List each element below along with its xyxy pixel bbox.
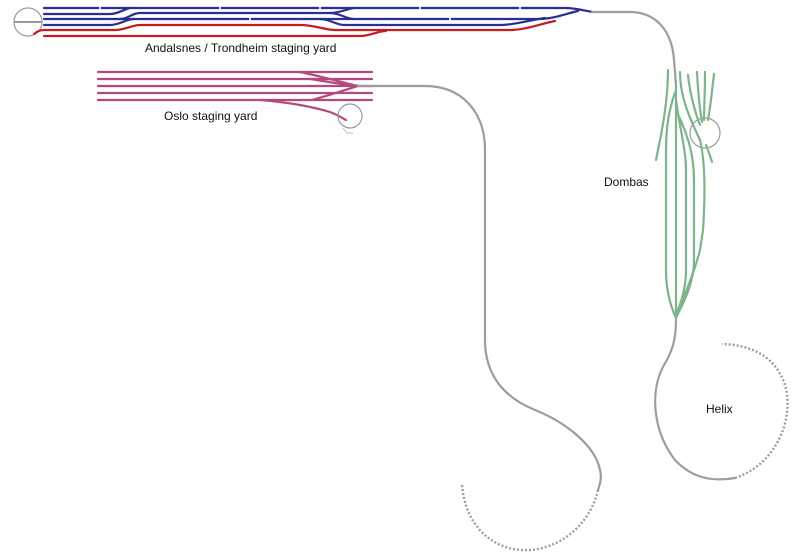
yard-track-red-3 <box>32 28 46 36</box>
station-track-5 <box>654 68 670 162</box>
engine-spur-5 <box>704 143 714 164</box>
station-track-4 <box>664 88 678 320</box>
label-helix: Helix <box>706 402 733 416</box>
engine-spur-3 <box>702 70 707 122</box>
engine-spur-4 <box>706 72 716 122</box>
helix-loop <box>721 342 789 480</box>
label-andalsnes-yard: Andalsnes / Trondheim staging yard <box>145 41 337 55</box>
turntable-dombas <box>689 117 721 149</box>
engine-spur-2 <box>695 70 704 124</box>
station-track-6 <box>675 70 706 314</box>
helix-entry <box>654 318 737 481</box>
lower-loop-continuation <box>460 483 600 552</box>
yard-track-red-2 <box>42 29 388 38</box>
engine-spur-1 <box>686 73 702 127</box>
yard-track-red-1 <box>42 19 557 32</box>
dombas-station <box>654 68 721 322</box>
turntable-oslo <box>337 103 363 129</box>
yard-track-blue-1 <box>42 6 594 14</box>
station-track-3 <box>674 108 696 320</box>
label-oslo-yard: Oslo staging yard <box>164 109 258 123</box>
andalsnes-staging-yard <box>13 5 594 38</box>
mainline-north <box>590 10 678 87</box>
yard-track-blue-4 <box>118 6 356 21</box>
label-dombas: Dombas <box>604 175 649 189</box>
yard-track-blue-6 <box>42 17 136 27</box>
yard-track-blue-2 <box>42 6 132 16</box>
mainline-south <box>356 84 602 492</box>
yard-track-blue-7 <box>318 16 547 27</box>
oslo-staging-yard <box>96 70 374 134</box>
yard-ladder-3 <box>310 84 360 102</box>
helix <box>654 318 789 481</box>
yard-ladder-4 <box>258 98 348 122</box>
yard-track-blue-5 <box>328 11 356 21</box>
yard-ladder-2 <box>308 77 360 88</box>
